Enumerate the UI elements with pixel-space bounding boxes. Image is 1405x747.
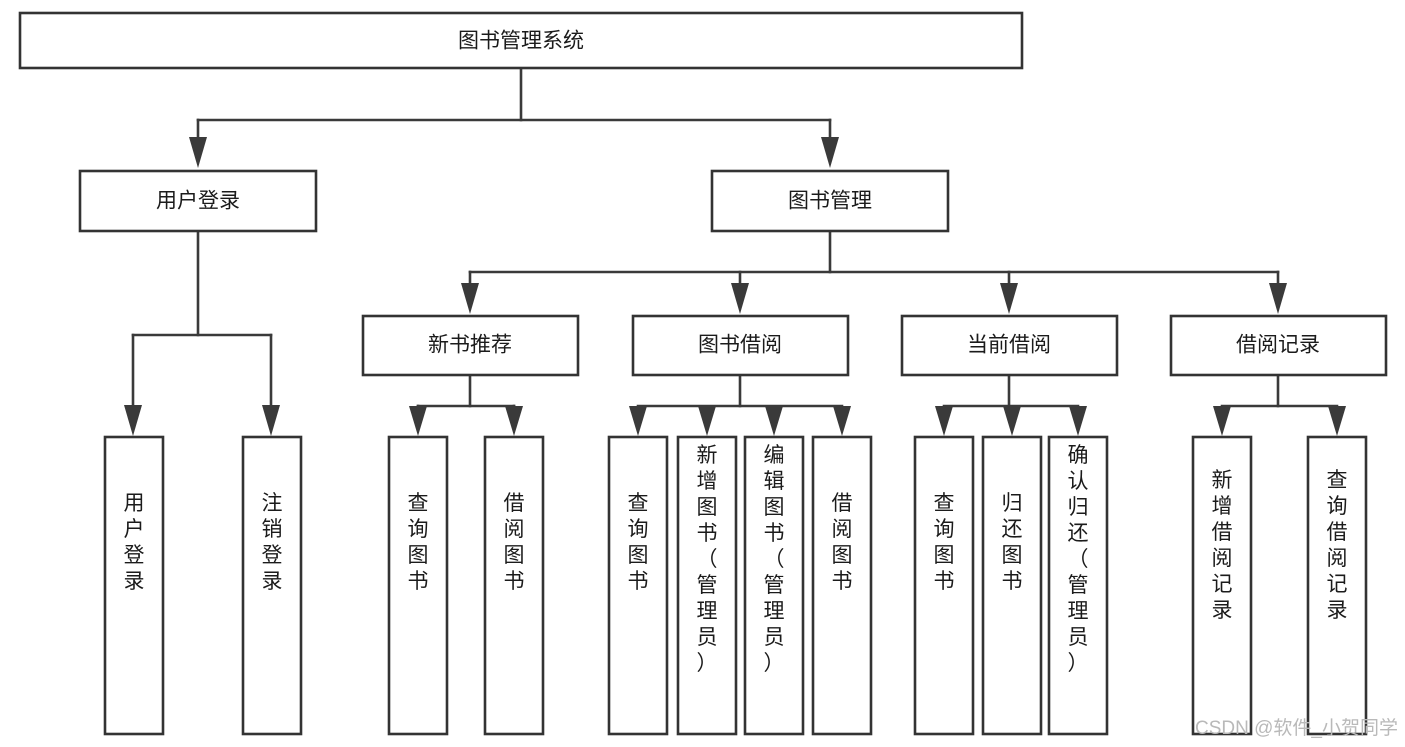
arrow-borrowrecord-leaf-2-icon xyxy=(1328,406,1346,436)
leaf-return-book-box[interactable] xyxy=(981,435,1043,736)
node-new-book-recommend[interactable]: 新书推荐 xyxy=(361,314,580,377)
arrow-user-login-leaf-1-icon xyxy=(124,405,142,436)
node-current-borrow[interactable]: 当前借阅 xyxy=(900,314,1119,377)
node-book-borrow-box[interactable] xyxy=(631,314,850,377)
arrow-root-to-book-management-icon xyxy=(821,137,839,168)
leaf-node[interactable]: 查询图书 xyxy=(913,435,975,736)
leaf-node[interactable]: 新增借阅记录 xyxy=(1191,435,1253,736)
leaf-add-book-box[interactable] xyxy=(676,435,738,736)
node-root-box[interactable] xyxy=(18,11,1024,70)
leaf-node[interactable]: 查询图书 xyxy=(387,435,449,736)
leaf-node[interactable]: 查询借阅记录 xyxy=(1306,435,1368,736)
node-borrow-record[interactable]: 借阅记录 xyxy=(1169,314,1388,377)
leaf-borrow-book-2-label: 借阅图书 xyxy=(832,492,853,593)
arrow-currentborrow-leaf-3-icon xyxy=(1069,406,1087,436)
node-user-login[interactable]: 用户登录 xyxy=(78,169,318,233)
leaf-node[interactable]: 借阅图书 xyxy=(483,435,545,736)
arrow-root-to-user-login-icon xyxy=(189,137,207,168)
leaf-add-book-label: 新增图书（管理员） xyxy=(697,444,718,675)
leaf-user-login-label: 用户登录 xyxy=(124,492,145,593)
arrow-bm-to-current-borrow-icon xyxy=(1000,283,1018,314)
node-current-borrow-box[interactable] xyxy=(900,314,1119,377)
arrow-currentborrow-leaf-2-icon xyxy=(1003,406,1021,436)
arrow-user-login-leaf-2-icon xyxy=(262,405,280,436)
leaf-borrow-book-1-label: 借阅图书 xyxy=(504,492,525,593)
leaf-logout-login-label: 注销登录 xyxy=(262,492,283,593)
leaf-node[interactable]: 编辑图书（管理员） xyxy=(743,435,805,736)
leaf-node[interactable]: 查询图书 xyxy=(607,435,669,736)
arrow-borrowrecord-leaf-1-icon xyxy=(1213,406,1231,436)
arrow-bookborrow-leaf-2-icon xyxy=(698,406,716,436)
leaf-query-record-label: 查询借阅记录 xyxy=(1327,469,1348,622)
arrow-bm-to-borrow-record-icon xyxy=(1269,283,1287,314)
node-borrow-record-box[interactable] xyxy=(1169,314,1388,377)
node-user-login-box[interactable] xyxy=(78,169,318,233)
leaf-edit-book-label: 编辑图书（管理员） xyxy=(764,444,785,675)
arrow-bm-to-book-borrow-icon xyxy=(731,283,749,314)
leaf-add-record-label: 新增借阅记录 xyxy=(1212,469,1233,622)
arrow-bookborrow-leaf-1-icon xyxy=(629,406,647,436)
arrow-currentborrow-leaf-1-icon xyxy=(935,406,953,436)
leaf-return-book-label: 归还图书 xyxy=(1002,492,1023,593)
leaf-user-login-box[interactable] xyxy=(103,435,165,736)
leaf-query-book-2-box[interactable] xyxy=(607,435,669,736)
leaf-query-book-3-box[interactable] xyxy=(913,435,975,736)
leaf-query-book-2-label: 查询图书 xyxy=(628,492,649,593)
arrow-bookborrow-leaf-4-icon xyxy=(833,406,851,436)
node-book-management-box[interactable] xyxy=(710,169,950,233)
arrow-newbook-leaf-2-icon xyxy=(505,406,523,436)
leaf-node[interactable]: 用户登录 xyxy=(103,435,165,736)
leaf-borrow-book-2-box[interactable] xyxy=(811,435,873,736)
leaf-node[interactable]: 新增图书（管理员） xyxy=(676,435,738,736)
leaf-query-book-3-label: 查询图书 xyxy=(934,492,955,593)
node-book-management-label: 图书管理 xyxy=(788,190,872,213)
leaf-node[interactable]: 注销登录 xyxy=(241,435,303,736)
node-new-book-recommend-label: 新书推荐 xyxy=(428,334,512,357)
arrow-newbook-leaf-1-icon xyxy=(409,406,427,436)
arrow-bm-to-new-book-icon xyxy=(461,283,479,314)
leaf-node[interactable]: 确认归还（管理员） xyxy=(1047,435,1109,736)
leaf-edit-book-box[interactable] xyxy=(743,435,805,736)
leaf-node[interactable]: 归还图书 xyxy=(981,435,1043,736)
leaf-query-book-1-label: 查询图书 xyxy=(408,492,429,593)
node-book-borrow-label: 图书借阅 xyxy=(698,334,782,357)
leaf-query-record-box[interactable] xyxy=(1306,435,1368,736)
node-book-management[interactable]: 图书管理 xyxy=(710,169,950,233)
node-borrow-record-label: 借阅记录 xyxy=(1236,334,1320,357)
leaf-logout-login-box[interactable] xyxy=(241,435,303,736)
node-user-login-label: 用户登录 xyxy=(156,190,240,213)
node-root[interactable]: 图书管理系统 xyxy=(18,11,1024,70)
leaf-query-book-1-box[interactable] xyxy=(387,435,449,736)
connector-layer xyxy=(124,66,1346,436)
watermark-label: CSDN @软件_小贺同学 xyxy=(1195,717,1398,739)
node-current-borrow-label: 当前借阅 xyxy=(967,334,1051,357)
node-book-borrow[interactable]: 图书借阅 xyxy=(631,314,850,377)
leaf-add-record-box[interactable] xyxy=(1191,435,1253,736)
arrow-bookborrow-leaf-3-icon xyxy=(765,406,783,436)
node-root-label: 图书管理系统 xyxy=(458,30,584,53)
leaf-borrow-book-1-box[interactable] xyxy=(483,435,545,736)
node-new-book-recommend-box[interactable] xyxy=(361,314,580,377)
leaf-node[interactable]: 借阅图书 xyxy=(811,435,873,736)
leaf-confirm-return-label: 确认归还（管理员） xyxy=(1068,444,1089,675)
leaf-confirm-return-box[interactable] xyxy=(1047,435,1109,736)
